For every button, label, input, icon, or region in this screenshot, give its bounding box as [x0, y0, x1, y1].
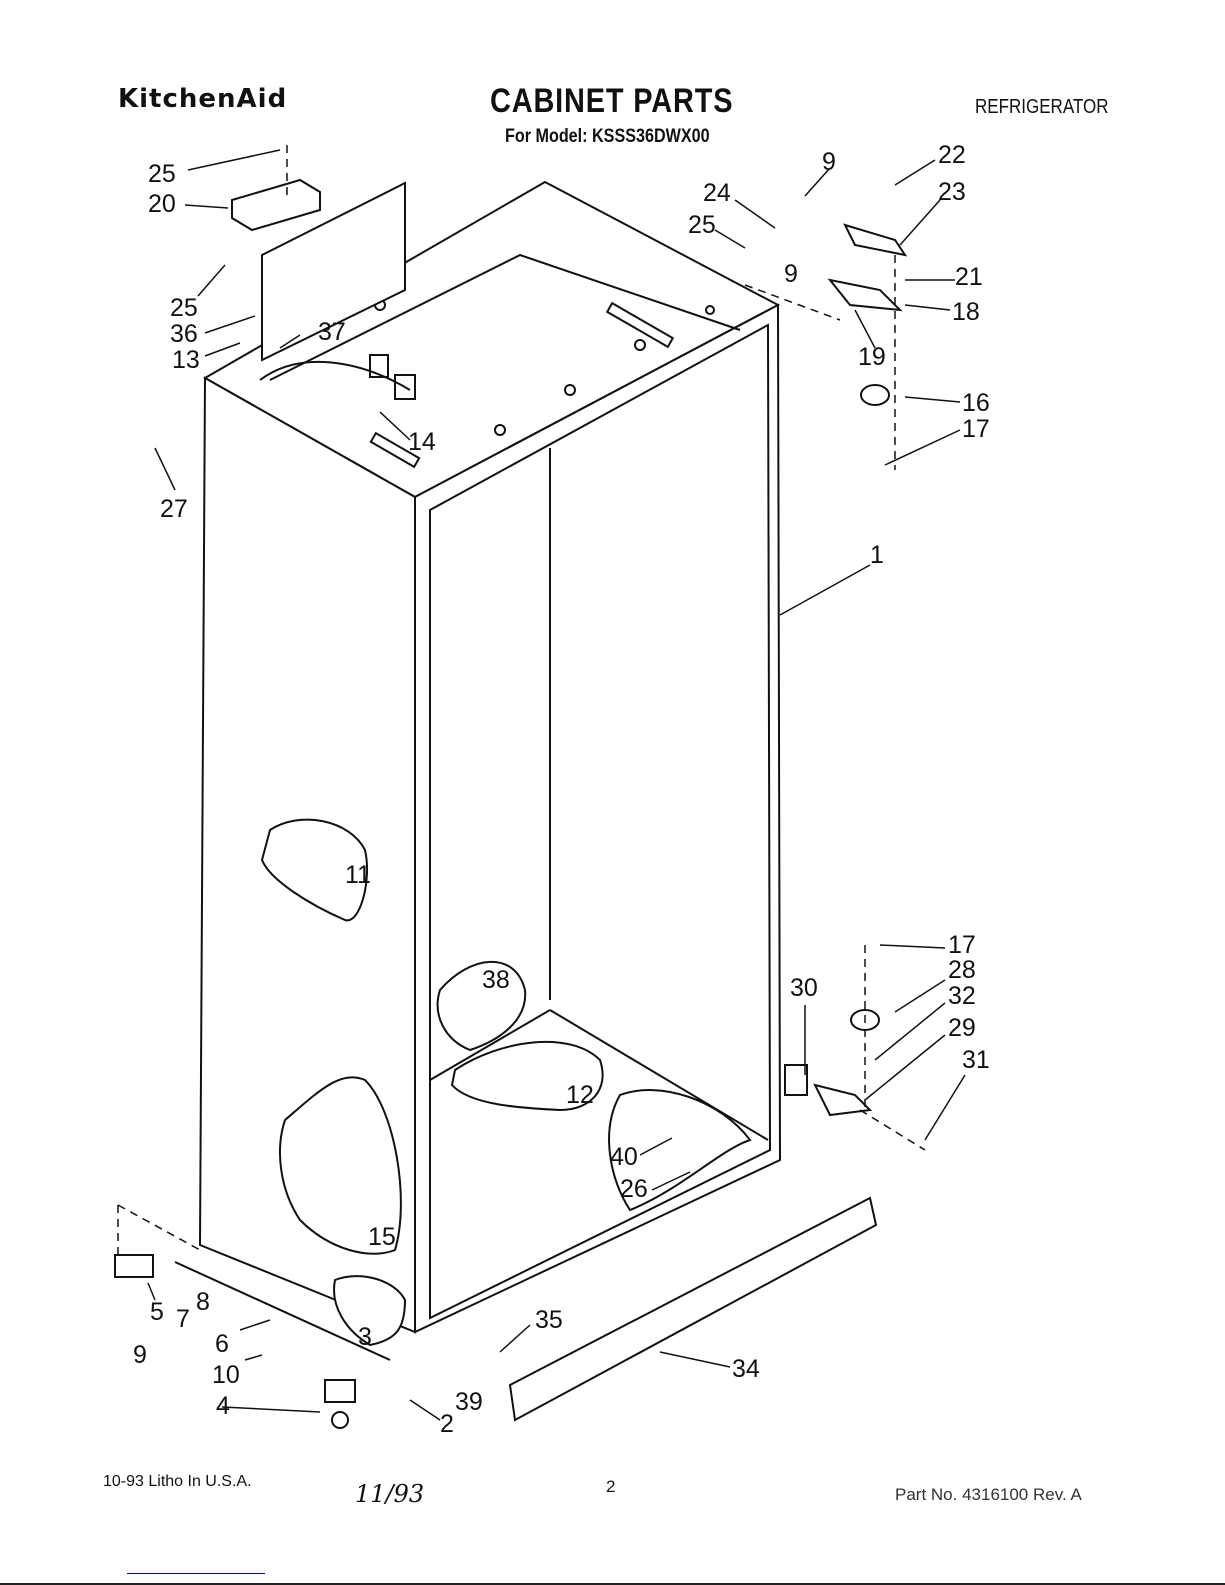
callout-17: 17 — [948, 931, 976, 959]
callout-35: 35 — [535, 1306, 563, 1334]
leader-lines — [147, 149, 966, 1421]
callout-2: 2 — [440, 1410, 454, 1438]
link-underline[interactable] — [127, 1573, 265, 1574]
callout-38: 38 — [482, 966, 510, 994]
callout-29: 29 — [948, 1014, 976, 1042]
callout-6: 6 — [215, 1330, 229, 1358]
part-number: Part No. 4316100 Rev. A — [895, 1485, 1082, 1504]
page-bottom-border — [0, 1583, 1225, 1585]
callout-30: 30 — [790, 974, 818, 1002]
callout-40: 40 — [610, 1143, 638, 1171]
callout-21: 21 — [955, 263, 983, 291]
cabinet-drawing — [114, 145, 926, 1429]
callout-5: 5 — [150, 1298, 164, 1326]
callout-11: 11 — [345, 861, 371, 889]
callout-25: 25 — [688, 211, 716, 239]
callout-13: 13 — [172, 346, 200, 374]
callout-7: 7 — [176, 1305, 190, 1333]
handwritten-date: 11/93 — [355, 1480, 425, 1508]
callout-37: 37 — [318, 318, 346, 346]
model-subtitle: For Model: KSSS36DWX00 — [505, 126, 710, 147]
callout-39: 39 — [455, 1388, 483, 1416]
callout-28: 28 — [948, 956, 976, 984]
callout-27: 27 — [160, 495, 188, 523]
page-number: 2 — [606, 1477, 616, 1496]
callout-23: 23 — [938, 178, 966, 206]
callout-24: 24 — [703, 179, 731, 207]
callout-9: 9 — [133, 1341, 147, 1369]
callout-36: 36 — [170, 320, 198, 348]
callout-10: 10 — [212, 1361, 240, 1389]
callout-20: 20 — [148, 190, 176, 218]
callout-12: 12 — [566, 1081, 594, 1109]
callout-16: 16 — [962, 389, 990, 417]
callout-31: 31 — [962, 1046, 990, 1074]
callout-22: 22 — [938, 141, 966, 169]
callout-34: 34 — [732, 1355, 760, 1383]
callout-9: 9 — [784, 260, 798, 288]
callout-1: 1 — [870, 541, 884, 569]
callout-4: 4 — [216, 1392, 230, 1420]
callout-25: 25 — [148, 160, 176, 188]
callout-25: 25 — [170, 294, 198, 322]
callout-9: 9 — [822, 148, 836, 176]
callout-32: 32 — [948, 982, 976, 1010]
callout-8: 8 — [196, 1288, 210, 1316]
callout-14: 14 — [408, 428, 436, 456]
category-label: REFRIGERATOR — [975, 96, 1109, 118]
page-title: CABINET PARTS — [490, 82, 734, 120]
callout-3: 3 — [358, 1323, 372, 1351]
brand-logo: KitchenAid — [118, 84, 288, 114]
callout-19: 19 — [858, 343, 886, 371]
callout-17: 17 — [962, 415, 990, 443]
callout-18: 18 — [952, 298, 980, 326]
callout-15: 15 — [368, 1223, 396, 1251]
litho-note: 10-93 Litho In U.S.A. — [103, 1473, 252, 1490]
callout-labels: 25 20 25 36 37 13 14 27 9 22 24 23 25 9 … — [133, 141, 990, 1438]
callout-26: 26 — [620, 1175, 648, 1203]
